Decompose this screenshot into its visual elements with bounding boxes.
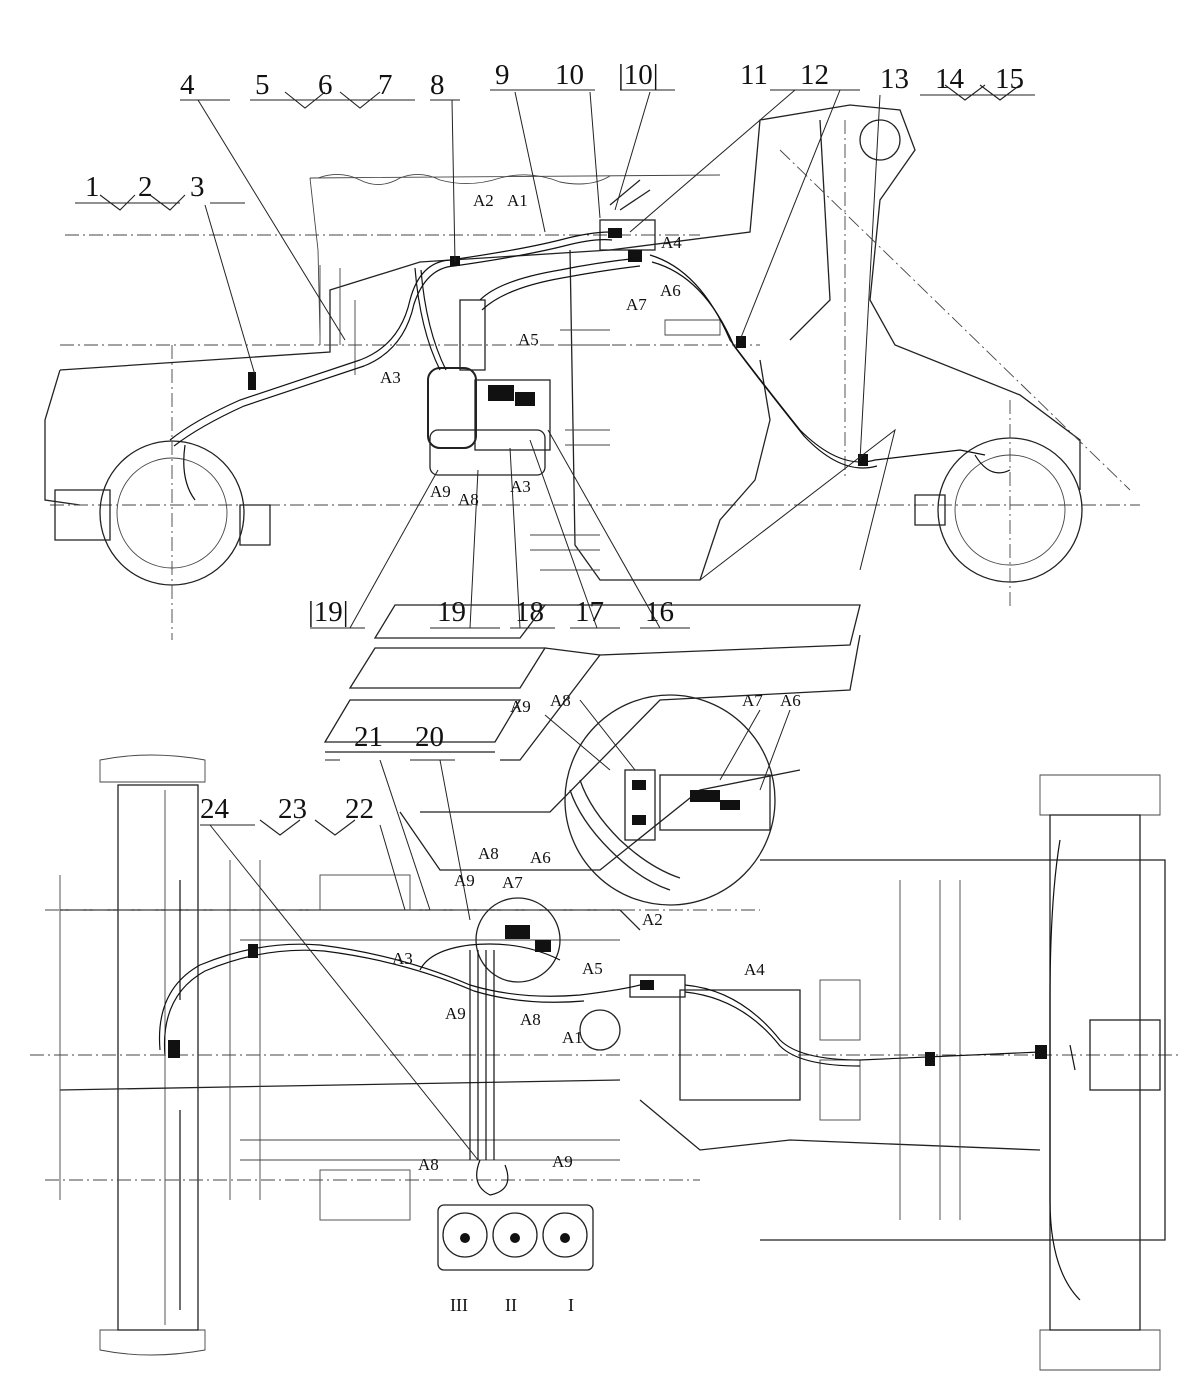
- callout-8: 8: [430, 69, 445, 101]
- callout-22: 22: [345, 793, 374, 825]
- plan-label-a4: A4: [744, 960, 765, 979]
- inset-label-a9: A9: [510, 697, 531, 716]
- callout-15: 15: [995, 63, 1024, 95]
- callout-16: 16: [645, 596, 674, 628]
- callout-12: 12: [800, 59, 829, 91]
- pipe-label-a9: A9: [430, 482, 451, 501]
- callout-6: 6: [318, 69, 333, 101]
- pipe-label-a1: A1: [507, 191, 528, 210]
- inset-detail: A9 A8 A7 A6: [510, 691, 801, 906]
- callout-19-detail: |19|: [308, 596, 349, 628]
- pipe-label-a3: A3: [380, 368, 401, 387]
- inset-label-a7: A7: [742, 691, 763, 710]
- callout-4: 4: [180, 69, 195, 101]
- pipe-label-a4: A4: [661, 233, 682, 252]
- plan-label-a9-mid: A9: [445, 1004, 466, 1023]
- callout-10: 10: [555, 59, 584, 91]
- plan-label-a8: A8: [478, 844, 499, 863]
- callout-9: 9: [495, 59, 510, 91]
- plan-label-a2: A2: [642, 910, 663, 929]
- callout-17: 17: [575, 596, 604, 628]
- pipe-label-a5: A5: [518, 330, 539, 349]
- callout-11: 11: [740, 59, 768, 91]
- callout-24: 24: [200, 793, 230, 825]
- side-view: 1 2 3 4 5 6 7 8 9 10 |10| 11 12 13 14 15…: [44, 59, 1140, 640]
- callout-1: 1: [85, 171, 100, 203]
- callout-23: 23: [278, 793, 307, 825]
- inset-label-a8: A8: [550, 691, 571, 710]
- callout-3: 3: [190, 171, 205, 203]
- plan-view: 21 20 24 23 22 A8 A6 A9 A7 A2 A3 A5 A4 A…: [30, 721, 1180, 1371]
- callout-bands: [323, 604, 861, 871]
- chamber-label-2: II: [505, 1295, 517, 1315]
- plan-label-a8-low: A8: [418, 1155, 439, 1174]
- pipe-label-a7: A7: [626, 295, 647, 314]
- plan-label-a3: A3: [392, 949, 413, 968]
- pipe-label-a3-lower: A3: [510, 477, 531, 496]
- pipe-label-a6: A6: [660, 281, 681, 300]
- chamber-label-1: I: [568, 1295, 574, 1315]
- plan-label-a9-low: A9: [552, 1152, 573, 1171]
- callout-14: 14: [935, 63, 965, 95]
- callout-13: 13: [880, 63, 909, 95]
- plan-label-a6: A6: [530, 848, 551, 867]
- chamber-label-3: III: [450, 1295, 468, 1315]
- plan-label-a5: A5: [582, 959, 603, 978]
- callout-20: 20: [415, 721, 444, 753]
- callout-10-detail: |10|: [618, 59, 659, 91]
- plan-label-a9: A9: [454, 871, 475, 890]
- pipe-label-a8: A8: [458, 490, 479, 509]
- plan-label-a1: A1: [562, 1028, 583, 1047]
- callout-2: 2: [138, 171, 153, 203]
- pipe-label-a2: A2: [473, 191, 494, 210]
- callout-5: 5: [255, 69, 270, 101]
- callout-7: 7: [378, 69, 393, 101]
- inset-label-a6: A6: [780, 691, 801, 710]
- plan-label-a8-mid: A8: [520, 1010, 541, 1029]
- callout-21: 21: [354, 721, 383, 753]
- plan-label-a7: A7: [502, 873, 523, 892]
- callout-19: 19: [437, 596, 466, 628]
